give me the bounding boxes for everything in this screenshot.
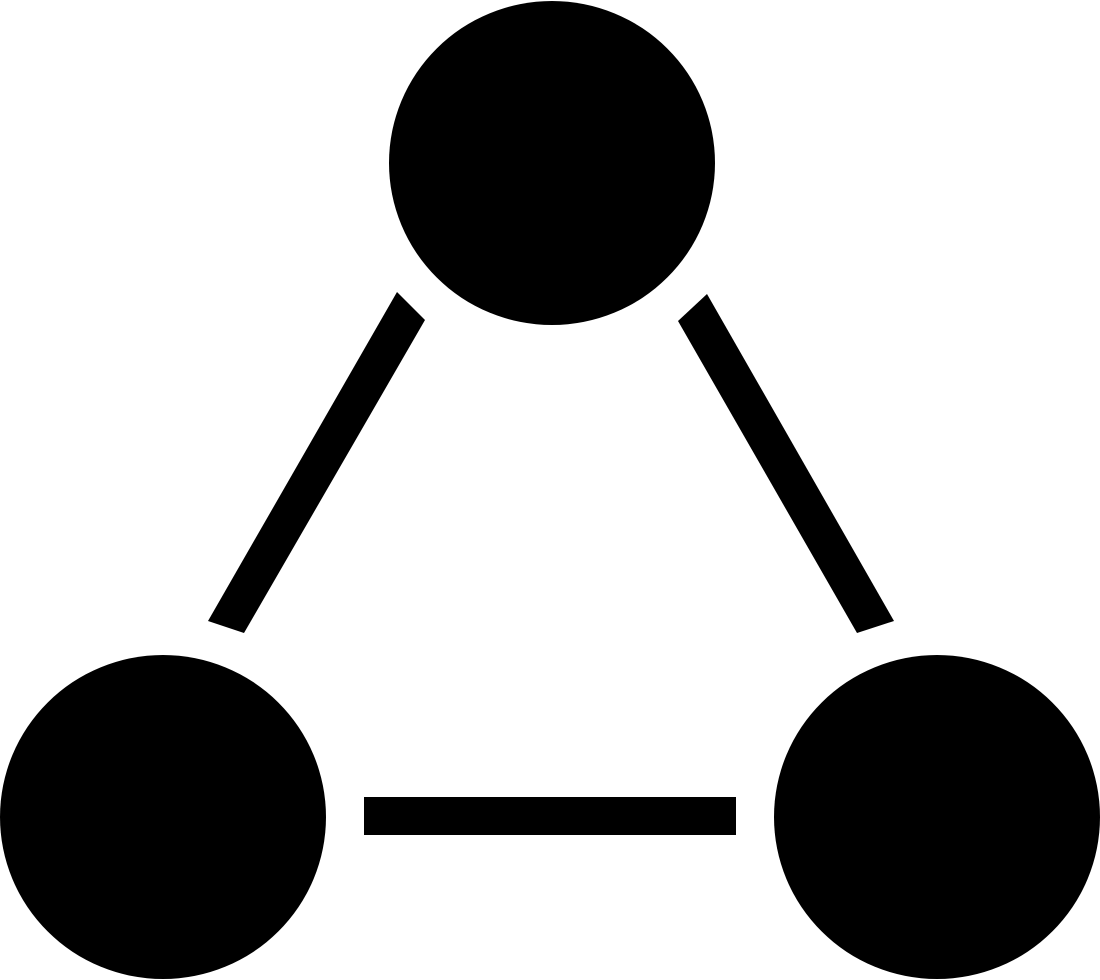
bottom-right-node [774, 655, 1100, 979]
right-connector [678, 294, 894, 633]
bottom-left-node [0, 655, 326, 979]
top-node [389, 1, 715, 325]
left-connector [208, 292, 425, 633]
bottom-connector [364, 797, 736, 835]
